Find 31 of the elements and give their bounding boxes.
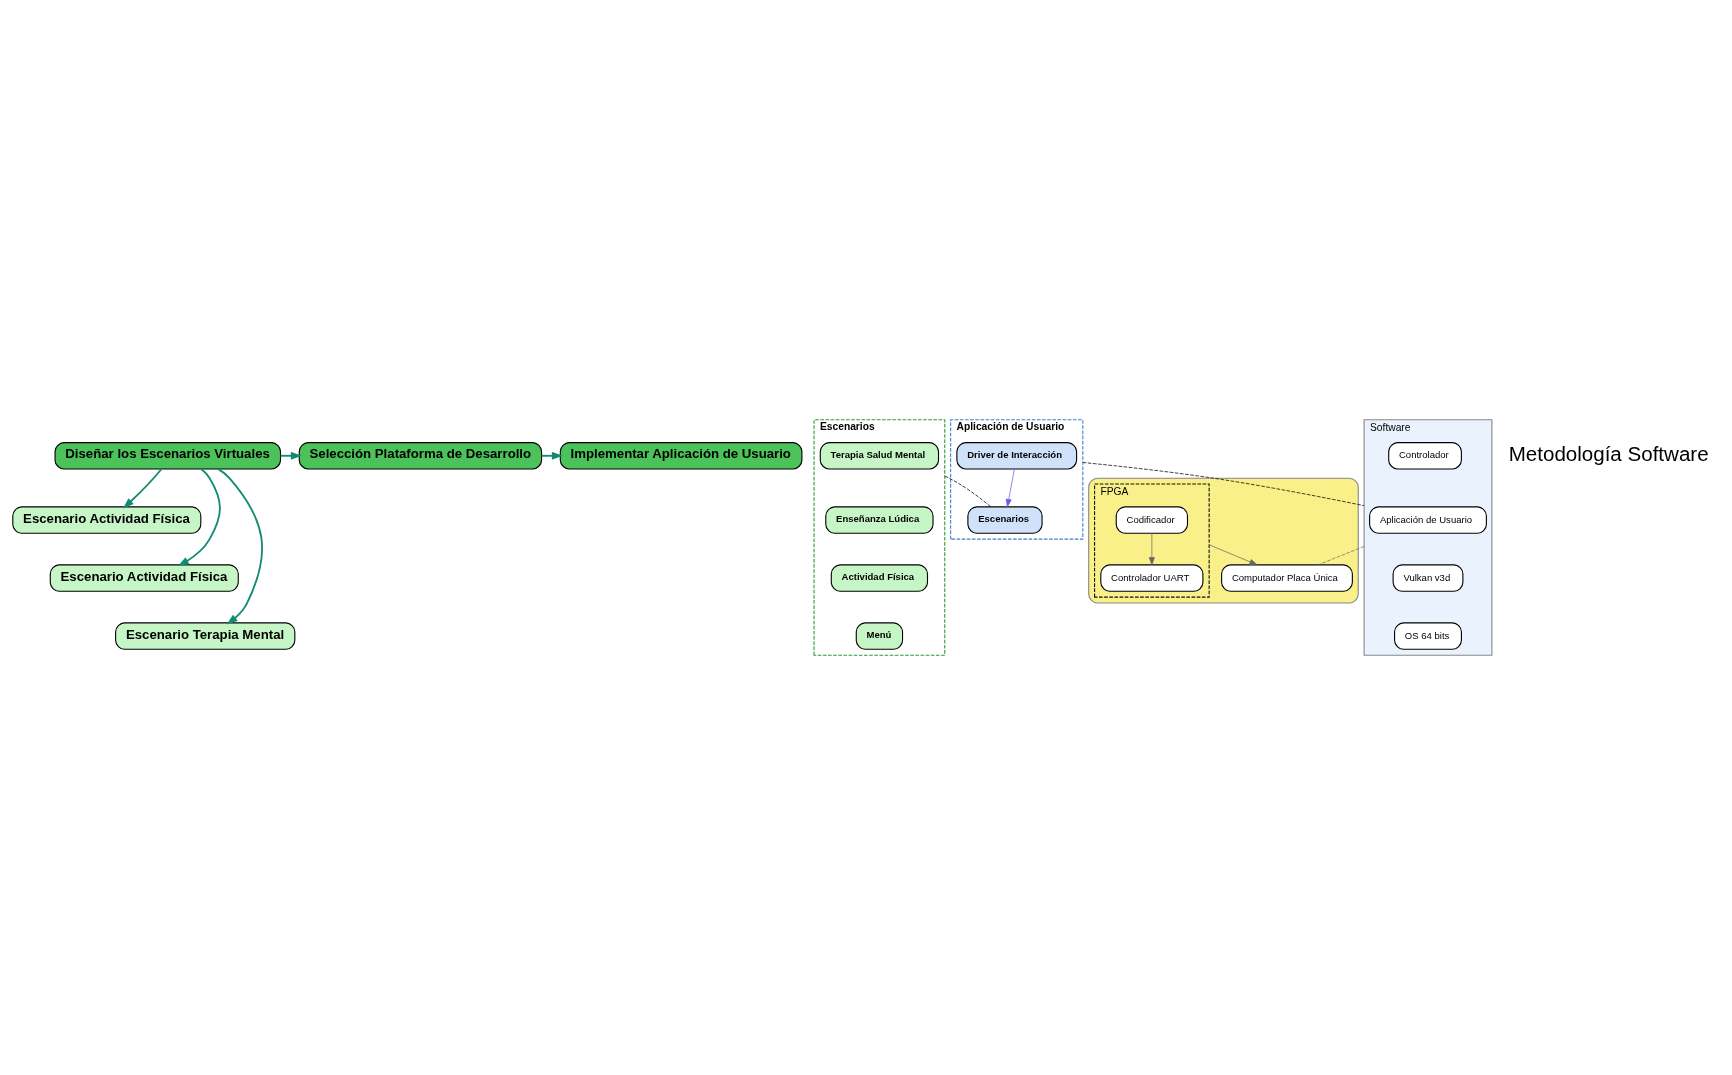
node-box: OS 64 bits	[1394, 622, 1462, 650]
arrow	[540, 451, 563, 460]
node-box: Escenarios	[967, 506, 1043, 534]
node-box: Escenario Actividad Física	[49, 564, 239, 592]
node-box: Actividad Física	[830, 564, 929, 592]
node-box: Escenario Actividad Física	[12, 506, 202, 534]
node-box: Selección Plataforma de Desarrollo	[298, 442, 543, 470]
node-box: Enseñanza Lúdica	[825, 506, 934, 534]
arrow	[1005, 468, 1015, 507]
node-box: Implementar Aplicación de Usuario	[559, 442, 803, 470]
node-box: Aplicación de Usuario	[1369, 506, 1487, 534]
node-box: Menú	[855, 622, 904, 650]
arrow	[177, 468, 221, 567]
node-box: Controlador	[1388, 442, 1462, 470]
cluster	[1088, 477, 1359, 604]
node-box: Computador Placa Única	[1221, 564, 1353, 592]
node-box: Diseñar los Escenarios Virtuales	[54, 442, 282, 470]
connector	[1317, 546, 1365, 566]
arrow	[217, 468, 264, 625]
node-box: Controlador UART	[1100, 564, 1204, 592]
node-box: Escenario Terapia Mental	[115, 622, 296, 650]
arrow	[1148, 532, 1155, 566]
node-box: Codificador	[1115, 506, 1189, 534]
arrow	[1208, 544, 1258, 566]
arrow	[279, 451, 302, 460]
node-box: Terapia Salud Mental	[819, 442, 940, 470]
connector	[1082, 462, 1365, 507]
node-box: Vulkan v3d	[1392, 564, 1464, 592]
node-box: Driver de Interacción	[956, 442, 1078, 470]
label: Metodología Software	[1508, 441, 1709, 465]
arrow	[122, 468, 163, 509]
